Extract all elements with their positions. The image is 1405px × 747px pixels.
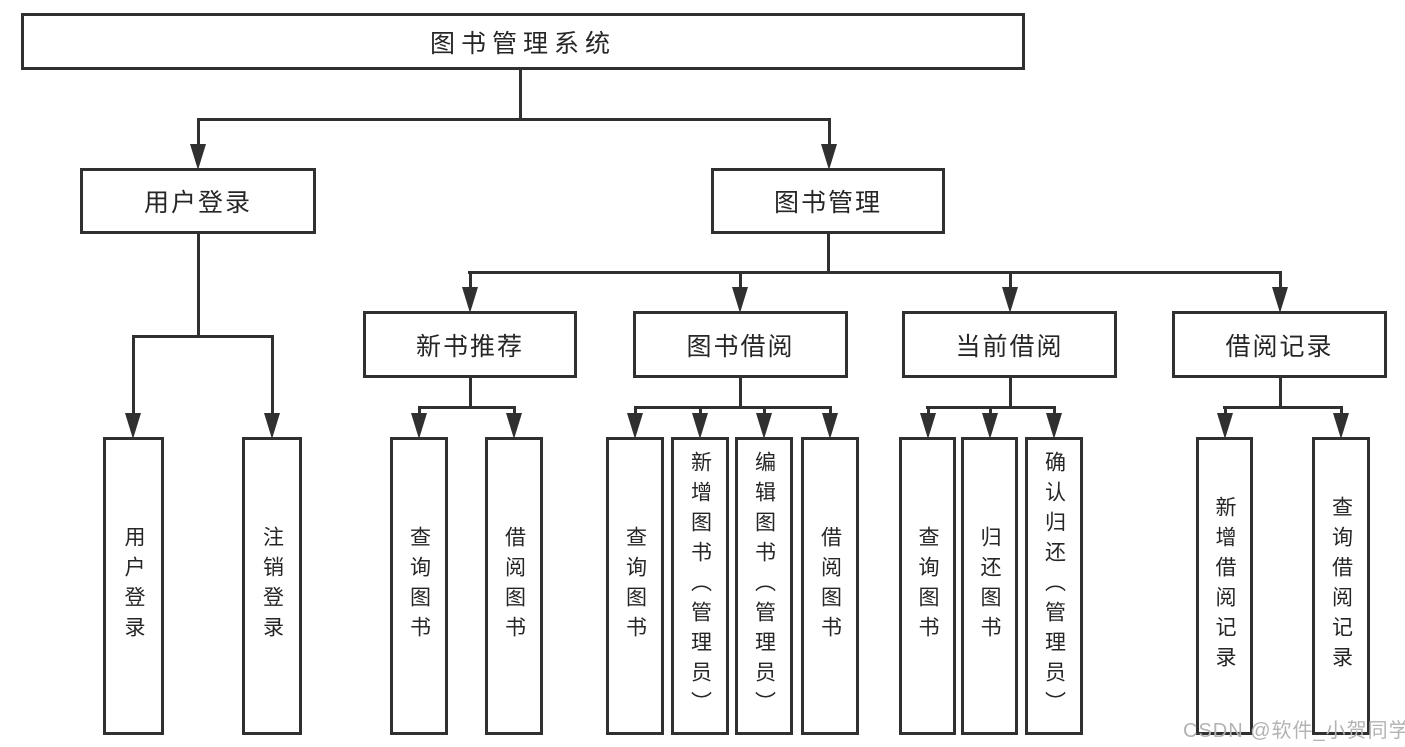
- arrow-down-icon: [1217, 413, 1233, 439]
- connector-line: [762, 406, 766, 419]
- arrow-down-icon: [692, 413, 708, 439]
- arrow-down-icon: [190, 144, 206, 170]
- leaf-borrow-books: 借阅图书: [485, 437, 543, 735]
- arrow-down-icon: [627, 413, 643, 439]
- connector-line: [468, 378, 472, 409]
- arrow-down-icon: [264, 413, 280, 439]
- node-label: 图书管理系统: [429, 29, 616, 58]
- node-label: 图书借阅: [686, 332, 795, 361]
- node-label: 编辑图书（管理员）: [752, 451, 776, 721]
- connector-line: [738, 378, 742, 409]
- leaf-query-books: 查询图书: [390, 437, 448, 735]
- node-label: 当前借阅: [955, 332, 1064, 361]
- connector-line: [698, 406, 702, 419]
- node-label: 借阅记录: [1225, 332, 1334, 361]
- node-label: 查询借阅记录: [1329, 496, 1353, 676]
- arrow-down-icon: [1333, 413, 1349, 439]
- connector-line: [197, 118, 831, 121]
- connector-line: [926, 406, 930, 419]
- node-label: 归还图书: [978, 526, 1001, 646]
- leaf-user-login: 用户登录: [103, 437, 164, 735]
- node-library-management-system: 图书管理系统: [21, 13, 1025, 70]
- arrow-down-icon: [920, 413, 936, 439]
- connector-line: [270, 335, 274, 419]
- connector-line: [1008, 378, 1012, 409]
- connector-line: [634, 406, 831, 409]
- connector-line: [196, 118, 200, 150]
- connector-line: [518, 70, 522, 121]
- node-user-login: 用户登录: [80, 168, 316, 234]
- arrow-down-icon: [462, 287, 478, 313]
- connector-line: [418, 406, 516, 409]
- connector-line: [827, 118, 831, 150]
- connector-line: [417, 406, 421, 419]
- connector-line: [468, 271, 472, 293]
- arrow-down-icon: [982, 413, 998, 439]
- arrow-down-icon: [125, 413, 141, 439]
- node-label: 新书推荐: [415, 332, 524, 361]
- arrow-down-icon: [821, 144, 837, 170]
- leaf-edit-book-admin: 编辑图书（管理员）: [735, 437, 793, 735]
- node-label: 用户登录: [122, 526, 145, 646]
- arrow-down-icon: [1272, 287, 1288, 313]
- node-label: 查询图书: [623, 526, 647, 646]
- node-label: 新增图书（管理员）: [688, 451, 712, 721]
- node-label: 确认归还（管理员）: [1042, 451, 1066, 721]
- arrow-down-icon: [732, 287, 748, 313]
- leaf-add-book-admin: 新增图书（管理员）: [671, 437, 729, 735]
- connector-line: [828, 406, 832, 419]
- connector-line: [131, 335, 135, 419]
- leaf-add-borrow-record: 新增借阅记录: [1196, 437, 1253, 735]
- leaf-query-borrow-record: 查询借阅记录: [1312, 437, 1370, 735]
- node-current-borrowing: 当前借阅: [902, 311, 1117, 378]
- connector-line: [633, 406, 637, 419]
- arrow-down-icon: [822, 413, 838, 439]
- arrow-down-icon: [1002, 287, 1018, 313]
- arrow-down-icon: [506, 413, 522, 439]
- node-label: 查询图书: [407, 526, 431, 646]
- node-label: 查询图书: [916, 526, 939, 646]
- connector-line: [196, 234, 200, 338]
- connector-line: [1278, 378, 1282, 409]
- node-label: 图书管理: [773, 189, 882, 217]
- leaf-confirm-return-admin: 确认归还（管理员）: [1025, 437, 1083, 735]
- connector-line: [1223, 406, 1342, 409]
- node-borrowing-records: 借阅记录: [1172, 311, 1387, 378]
- node-label: 借阅图书: [818, 526, 842, 646]
- node-label: 用户登录: [143, 189, 252, 217]
- node-new-book-recommendation: 新书推荐: [363, 311, 577, 378]
- leaf-return-books: 归还图书: [961, 437, 1018, 735]
- leaf-query-books: 查询图书: [606, 437, 664, 735]
- leaf-query-books: 查询图书: [899, 437, 956, 735]
- arrow-down-icon: [411, 413, 427, 439]
- connector-line: [1339, 406, 1343, 419]
- connector-line: [468, 271, 1281, 274]
- connector-line: [1223, 406, 1227, 419]
- leaf-logout: 注销登录: [242, 437, 302, 735]
- connector-line: [826, 234, 830, 274]
- connector-line: [132, 335, 274, 338]
- node-book-borrowing: 图书借阅: [633, 311, 848, 378]
- connector-line: [512, 406, 516, 419]
- connector-line: [1008, 271, 1012, 293]
- arrow-down-icon: [1046, 413, 1062, 439]
- connector-line: [1052, 406, 1056, 419]
- connector-line: [738, 271, 742, 293]
- csdn-watermark: CSDN @软件_小贺同学: [1183, 720, 1405, 742]
- arrow-down-icon: [756, 413, 772, 439]
- connector-line: [988, 406, 992, 419]
- node-book-management: 图书管理: [711, 168, 945, 234]
- leaf-borrow-books: 借阅图书: [801, 437, 859, 735]
- node-label: 注销登录: [260, 526, 284, 646]
- node-label: 借阅图书: [502, 526, 526, 646]
- node-label: 新增借阅记录: [1213, 496, 1236, 676]
- connector-line: [1278, 271, 1282, 293]
